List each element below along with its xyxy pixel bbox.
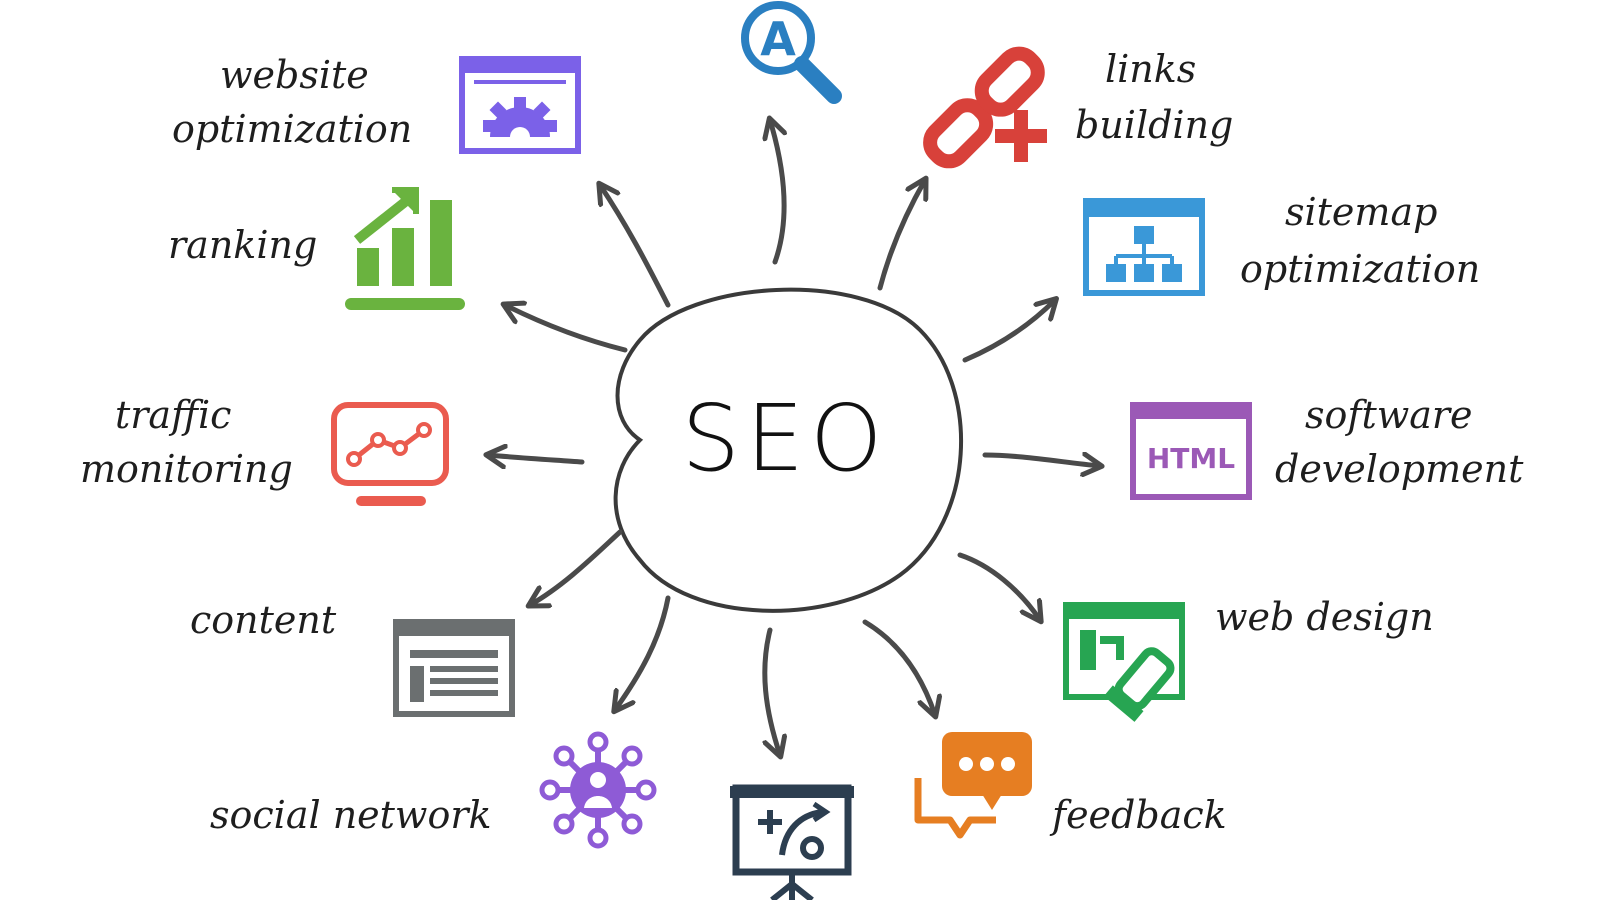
html-window-icon: HTML xyxy=(1130,402,1252,500)
arrow-software xyxy=(982,455,1100,466)
svg-text:monitoring: monitoring xyxy=(80,447,293,491)
social-network-icon xyxy=(539,731,657,849)
gear-window-icon xyxy=(459,56,581,154)
svg-text:software: software xyxy=(1305,393,1473,437)
svg-text:sitemap: sitemap xyxy=(1285,190,1437,234)
svg-text:HTML: HTML xyxy=(1147,442,1235,475)
arrow-content xyxy=(530,529,623,605)
strategy-board-icon xyxy=(730,784,854,900)
chain-link-plus-icon xyxy=(923,46,1047,169)
svg-text:A: A xyxy=(760,12,796,66)
arrows xyxy=(488,120,1100,755)
arrow-feedback xyxy=(862,619,935,715)
arrow-links-building xyxy=(877,180,925,291)
arrow-ranking xyxy=(505,305,628,353)
feedback-label: feedback xyxy=(1049,793,1227,837)
chat-bubbles-icon xyxy=(914,732,1032,839)
website-optimization-label: website optimization xyxy=(172,53,412,151)
svg-text:traffic: traffic xyxy=(115,393,231,437)
arrow-website xyxy=(600,185,671,308)
traffic-monitoring-label: traffic monitoring xyxy=(80,393,293,491)
arrow-strategy xyxy=(762,627,780,755)
ranking-label: ranking xyxy=(168,223,317,267)
svg-text:feedback: feedback xyxy=(1049,793,1227,837)
svg-text:optimization: optimization xyxy=(1240,247,1480,291)
svg-text:building: building xyxy=(1075,103,1233,147)
arrow-web-design xyxy=(957,552,1040,620)
center-circle: SEO xyxy=(613,287,964,613)
web-design-window-icon xyxy=(1063,602,1185,722)
svg-text:development: development xyxy=(1275,447,1524,491)
bar-chart-up-icon xyxy=(345,187,465,310)
svg-text:optimization: optimization xyxy=(172,107,412,151)
web-design-label: web design xyxy=(1215,595,1434,639)
search-a-icon: A xyxy=(741,1,842,104)
software-development-label: software development xyxy=(1275,393,1524,491)
svg-text:content: content xyxy=(190,598,337,642)
arrow-search xyxy=(770,120,784,265)
svg-text:web design: web design xyxy=(1215,595,1434,639)
content-label: content xyxy=(190,598,337,642)
arrow-social xyxy=(615,595,671,710)
sitemap-optimization-label: sitemap optimization xyxy=(1240,190,1480,291)
content-window-icon xyxy=(393,619,515,717)
arrow-traffic xyxy=(488,455,585,462)
arrow-sitemap xyxy=(962,300,1055,363)
svg-text:website: website xyxy=(220,53,369,97)
social-network-label: social network xyxy=(210,793,492,837)
svg-text:links: links xyxy=(1105,47,1196,91)
center-label: SEO xyxy=(682,385,889,492)
monitor-chart-icon xyxy=(331,402,449,506)
links-building-label: links building xyxy=(1075,47,1233,147)
svg-text:ranking: ranking xyxy=(168,223,317,267)
svg-text:social network: social network xyxy=(210,793,492,837)
sitemap-icon xyxy=(1083,198,1205,296)
